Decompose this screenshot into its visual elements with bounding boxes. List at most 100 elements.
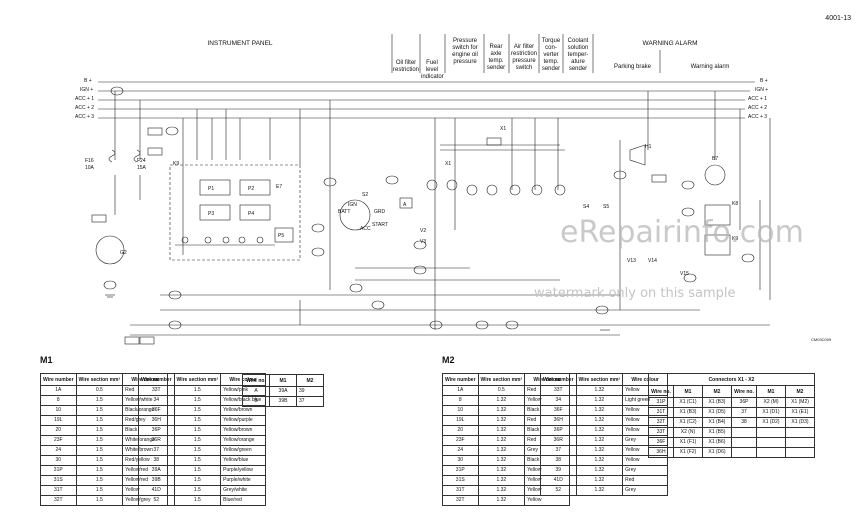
m2-left-cell: 1A [442, 385, 479, 396]
m1-small-col-m2: M2 [296, 374, 324, 387]
m2-right-cell: 1.32 [575, 465, 624, 476]
m2-left-cell: 19L [442, 415, 479, 426]
m2-left-cell: 1.32 [477, 435, 526, 446]
connectors-cell: X1 (F2) [673, 447, 703, 458]
m2-col-wire-section-2: Wire section mm² [575, 373, 624, 386]
m1-left-cell: 1.5 [75, 415, 124, 426]
m1-left-cell: 23F [40, 435, 77, 446]
m1-left-cell: 1.5 [75, 435, 124, 446]
m1-col-wire-section-2: Wire section mm² [173, 373, 222, 386]
connectors-cell [785, 437, 815, 448]
header-fuel-level: Fuel level indicator [421, 60, 444, 80]
m2-right-cell: 1.32 [575, 415, 624, 426]
m1-right-cell: 52 [138, 495, 175, 506]
svg-text:GRD: GRD [374, 209, 386, 215]
connectors-cell [785, 447, 815, 458]
m1-right-cell: 1.5 [173, 405, 222, 416]
m1-right-cell: 1.5 [173, 485, 222, 496]
m1-small-cell: 37 [296, 396, 324, 407]
svg-text:K9: K9 [732, 236, 738, 242]
m1-left-cell: 31S [40, 475, 77, 486]
m1-left-cell: 20 [40, 425, 77, 436]
m2-right-cell: Red [622, 475, 669, 486]
connectors-cell: X1 (B4) [702, 417, 732, 428]
m2-left-cell: 1.32 [477, 475, 526, 486]
connectors-cell: 36P [731, 397, 757, 408]
m2-left-cell: 1.32 [477, 455, 526, 466]
m1-small-cell: 39A [269, 386, 297, 397]
connectors-cell: X1 (M2) [785, 397, 815, 408]
m1-right-cell: 1.5 [173, 495, 222, 506]
connectors-cell: X2 (N) [673, 427, 703, 438]
m1-right-cell: Yellow/purple [220, 415, 267, 426]
m2-table-right: Wire number Wire section mm² Wire colour… [540, 373, 669, 496]
m2-left-cell: 1.32 [477, 485, 526, 496]
connectors-cell: X1 (B5) [702, 427, 732, 438]
bus-label-left-acc2: ACC + 2 [75, 105, 95, 111]
m1-right-cell: 1.5 [173, 415, 222, 426]
svg-text:IGN: IGN [348, 202, 357, 208]
m1-left-cell: 1.5 [75, 455, 124, 466]
m1-right-cell: Yellow/green [220, 445, 267, 456]
connectors-cell: X1 (B6) [702, 437, 732, 448]
m2-left-cell: 1.32 [477, 395, 526, 406]
m1-right-cell: Purple/white [220, 475, 267, 486]
connectors-cell: 36F [648, 437, 674, 448]
connectors-title: Connectors X1 - X2 [648, 373, 815, 386]
svg-text:V13: V13 [627, 258, 636, 264]
svg-text:X1: X1 [445, 161, 451, 167]
svg-text:B7: B7 [712, 156, 718, 162]
m1-right-cell: 33T [138, 385, 175, 396]
header-air-filter: Air filter restriction pressure switch [510, 44, 537, 71]
diagram-code: CM03C009 [811, 337, 832, 342]
m1-left-cell: 31P [40, 465, 77, 476]
m2-right-cell: 41D [540, 475, 577, 486]
m1-left-cell: 1.5 [75, 495, 124, 506]
m1-right-cell: Yellow/brown [220, 405, 267, 416]
connectors-cell: X1 (B3) [702, 397, 732, 408]
svg-text:E7: E7 [276, 184, 282, 190]
m1-small-cell: 39B [269, 396, 297, 407]
m2-left-cell: Yellow [524, 495, 571, 506]
svg-text:P2: P2 [248, 186, 254, 192]
connectors-cell: X1 (D5) [702, 407, 732, 418]
svg-text:P5: P5 [278, 233, 284, 239]
bus-label-left-acc3: ACC + 3 [75, 114, 95, 120]
connectors-cell [731, 427, 757, 438]
svg-text:V15: V15 [680, 271, 689, 277]
m2-right-cell: 36H [540, 415, 577, 426]
m1-right-cell: 1.5 [173, 425, 222, 436]
m1-right-cell: 1.5 [173, 385, 222, 396]
svg-text:G2: G2 [120, 250, 127, 256]
m2-left-cell: 1.32 [477, 445, 526, 456]
m1-left-cell: 32T [40, 495, 77, 506]
svg-text:X1: X1 [500, 126, 506, 132]
svg-text:P3: P3 [208, 211, 214, 217]
header-warning-alarm: WARNING ALARM [642, 40, 698, 47]
connectors-cell: X1 (D3) [785, 417, 815, 428]
m2-left-cell: 1.32 [477, 465, 526, 476]
m2-left-cell: 1.32 [477, 405, 526, 416]
m1-left-cell: 1.5 [75, 485, 124, 496]
bus-label-right-ign: IGN + [755, 87, 769, 93]
bus-label-right-acc1: ACC + 1 [748, 96, 768, 102]
m2-left-cell: 20 [442, 425, 479, 436]
svg-text:START: START [372, 222, 388, 228]
m1-left-cell: 1.5 [75, 405, 124, 416]
connectors-cell: 31P [648, 397, 674, 408]
svg-text:K8: K8 [732, 201, 738, 207]
m1-col-wire-number: Wire number [40, 373, 77, 386]
